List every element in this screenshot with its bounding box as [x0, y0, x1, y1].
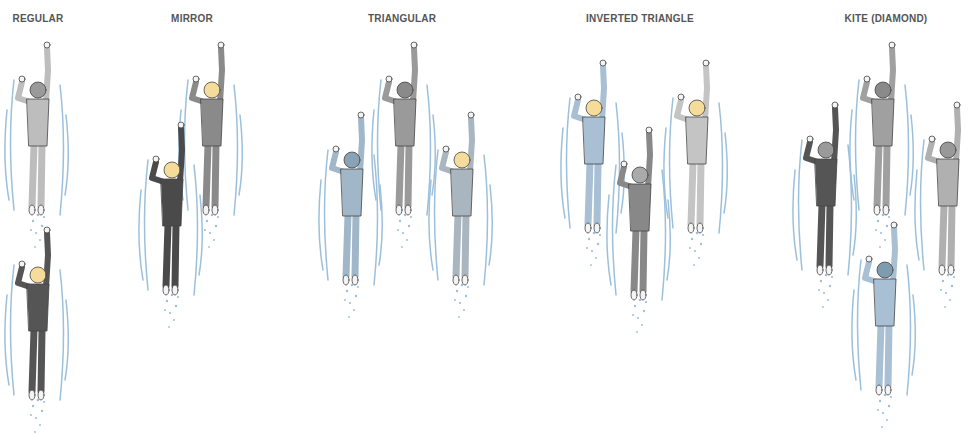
swimmer	[607, 127, 670, 333]
swimmer	[5, 42, 68, 248]
swimmer	[852, 222, 915, 428]
swimmer	[664, 60, 727, 266]
formation-label: TRIANGULAR	[368, 13, 436, 24]
swimmer	[5, 227, 68, 433]
swimmer	[179, 42, 242, 248]
swimmer	[319, 112, 382, 318]
formation-label: MIRROR	[171, 13, 213, 24]
formation-label: INVERTED TRIANGLE	[586, 13, 694, 24]
swimmer	[793, 102, 856, 308]
swimmer	[139, 122, 202, 328]
swimmer	[850, 42, 913, 248]
swimmer	[372, 42, 435, 248]
formation-label: REGULAR	[13, 13, 64, 24]
swimmer	[915, 102, 969, 308]
formation-label: KITE (DIAMOND)	[845, 13, 928, 24]
swimmer	[561, 60, 624, 266]
swimmer	[429, 112, 492, 318]
